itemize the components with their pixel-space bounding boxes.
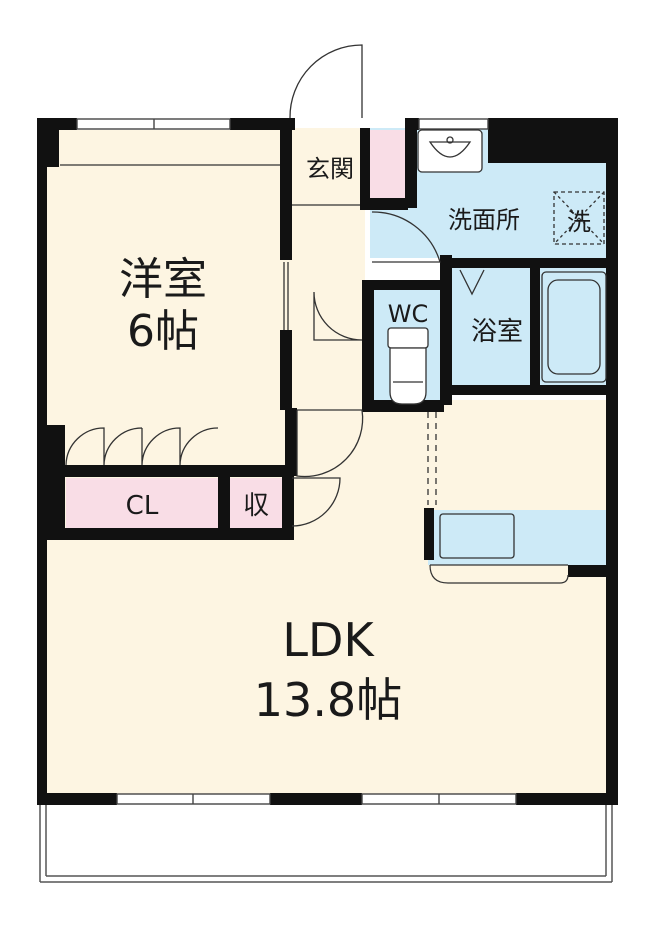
entrance-step <box>367 130 405 198</box>
western-room-label: 洋室 <box>119 254 207 305</box>
entrance-floor <box>290 128 370 206</box>
storage-floor <box>230 478 282 528</box>
washroom-door <box>371 211 441 263</box>
closet-floor <box>66 478 218 528</box>
bathroom-label: 浴室 <box>471 317 523 347</box>
fixtures <box>387 129 607 559</box>
entrance-label: 玄関 <box>306 155 354 183</box>
washer-label: 洗 <box>567 208 591 236</box>
window-washroom <box>418 118 489 130</box>
entry-door <box>289 44 363 119</box>
ldk-floor <box>45 400 608 795</box>
windows <box>76 118 517 805</box>
ldk-size: 13.8帖 <box>254 673 402 727</box>
balcony <box>39 805 613 883</box>
storage-label: 収 <box>243 491 269 521</box>
toilet <box>387 327 429 405</box>
closet-doors <box>65 427 219 466</box>
labels: 洋室 6帖 玄関 洗面所 洗 WC 浴室 CL 収 LDK 13.8帖 <box>119 155 591 727</box>
bathroom-door <box>459 269 485 296</box>
ldk-door <box>296 409 364 478</box>
closet-label: CL <box>126 491 159 521</box>
room-outlines <box>60 164 569 584</box>
ldk-label: LDK <box>282 613 375 667</box>
storage-door <box>291 477 341 527</box>
doors <box>65 44 485 527</box>
kitchen-sink <box>439 513 515 559</box>
western-room-size: 6帖 <box>127 306 199 357</box>
washer-pan <box>553 191 605 245</box>
washroom-label: 洗面所 <box>448 206 520 234</box>
wc-label: WC <box>388 300 429 328</box>
wc-door <box>313 291 363 341</box>
walls <box>37 118 618 805</box>
